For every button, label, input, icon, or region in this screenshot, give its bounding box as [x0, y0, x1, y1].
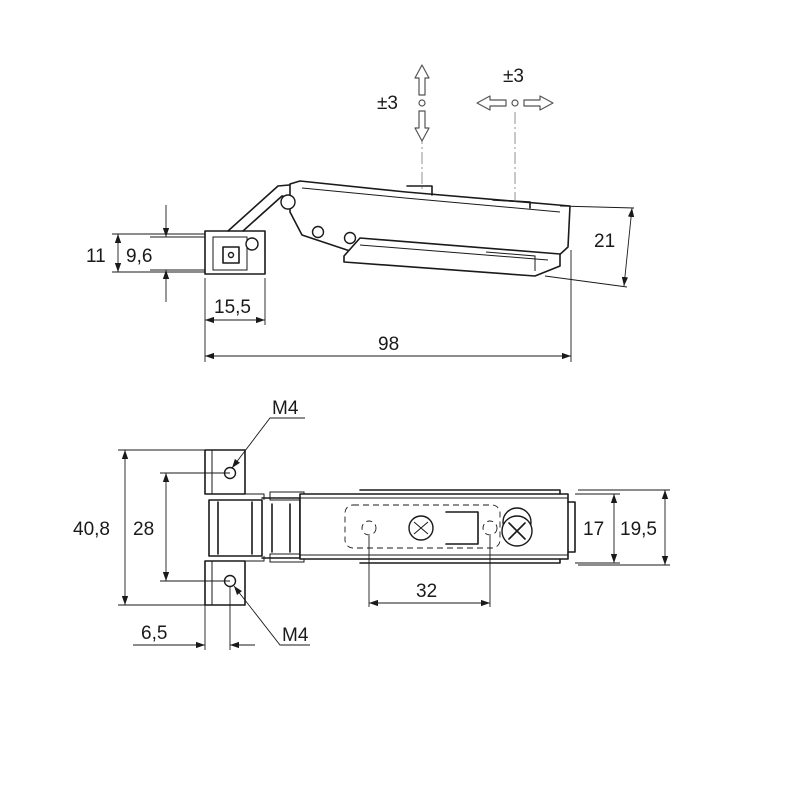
center-dot-icon	[418, 99, 426, 107]
mounting-plate	[343, 237, 561, 277]
dim-label-32: 32	[416, 581, 437, 602]
hidden-mounting-plate	[344, 504, 501, 549]
top-screw-block	[492, 199, 531, 209]
knuckle-body	[208, 499, 263, 557]
mounting-block-pivot	[245, 237, 259, 251]
dim-label-98: 98	[378, 334, 399, 355]
mounting-block	[204, 230, 266, 275]
leader-m4-bottom	[233, 585, 310, 646]
leader-m4-top	[231, 417, 305, 469]
dim-label-96: 9,6	[126, 246, 152, 267]
ext-line-top-21	[559, 205, 635, 209]
arrow-up-icon	[414, 64, 430, 96]
vertical-adjustment-indicator: ±3	[377, 64, 430, 192]
dim-label-195: 19,5	[620, 519, 657, 540]
dim-label-65: 6,5	[141, 623, 167, 644]
mount-screw-cross-icon	[508, 522, 526, 540]
dim-label-155: 15,5	[214, 297, 251, 318]
ext-line-bottom-21	[544, 275, 628, 288]
dim-label-28: 28	[133, 519, 154, 540]
hinge-side-view: 11 9,6 15,5 98 21	[86, 180, 635, 362]
lateral-adjust-label: ±3	[503, 66, 524, 87]
plan-arm-end	[567, 501, 576, 553]
top-adjust-block	[406, 185, 433, 196]
label-m4-bottom: M4	[282, 625, 309, 646]
hinge-plan-view: M4 M4 40,8 28 6,5 32 17 19,5	[73, 398, 670, 650]
arm-hole-2	[343, 231, 357, 245]
dim-line-21	[621, 207, 635, 287]
link-region	[261, 497, 301, 559]
lateral-center-dot-icon	[511, 99, 519, 107]
label-m4-top: M4	[272, 398, 299, 419]
dim-label-11: 11	[86, 246, 106, 267]
plan-arm-edges	[300, 497, 568, 556]
dim-label-21: 21	[594, 231, 615, 252]
plan-plate-edges	[359, 489, 561, 564]
vertical-adjust-label: ±3	[377, 93, 398, 114]
arrow-left-icon	[476, 95, 507, 111]
arm-pivot-hole	[280, 194, 296, 210]
hidden-plate-hole-2	[482, 520, 498, 536]
arrow-right-icon	[523, 95, 554, 111]
lateral-adjustment-indicator: ±3	[476, 66, 554, 200]
adjust-screw-cross-icon	[413, 521, 429, 535]
arm-hole-1	[311, 225, 325, 239]
knuckle-sides	[217, 501, 253, 555]
arrow-down-icon	[414, 110, 430, 142]
dim-label-408: 40,8	[73, 519, 110, 540]
link-plates	[271, 503, 291, 553]
mounting-block-pin	[227, 251, 235, 259]
plate-clip	[485, 251, 536, 271]
arm-edge-line	[301, 187, 561, 213]
dim-label-17: 17	[583, 519, 604, 540]
mounting-plate-line	[359, 244, 549, 261]
mounting-block-square	[222, 246, 240, 264]
mounting-block-slot	[212, 236, 248, 271]
adjust-slot	[445, 511, 479, 545]
hidden-plate-hole	[361, 520, 377, 536]
